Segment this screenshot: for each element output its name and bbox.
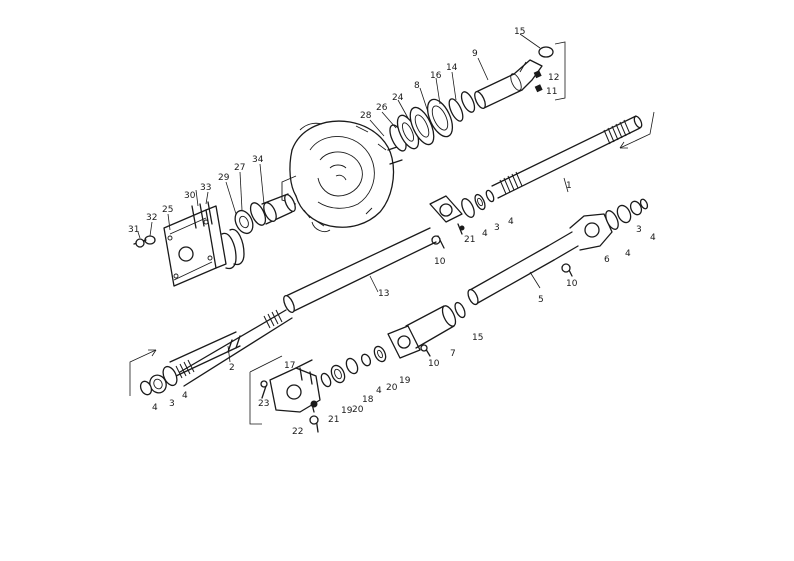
callout-23: 23 — [258, 399, 269, 409]
callout-15: 15 — [514, 27, 525, 37]
callout-19: 19 — [341, 406, 353, 416]
callout-26: 26 — [376, 103, 388, 113]
housing-part-6 — [561, 198, 649, 277]
left-bracket-parts — [133, 201, 213, 248]
callout-3: 3 — [494, 223, 500, 233]
callout-17: 17 — [284, 361, 295, 371]
callout-10: 10 — [566, 279, 578, 289]
callout-8: 8 — [414, 81, 420, 91]
callout-33: 33 — [200, 183, 211, 193]
callout-3: 3 — [636, 225, 642, 235]
callout-13: 13 — [378, 289, 389, 299]
callout-29: 29 — [218, 173, 230, 183]
callout-22: 22 — [292, 427, 303, 437]
callout-5: 5 — [538, 295, 544, 305]
shaft-2-end-arrow — [129, 349, 157, 396]
shaft-2-left-end — [139, 331, 241, 396]
callout-10: 10 — [434, 257, 446, 267]
left-flange-plate — [163, 205, 227, 287]
callout-1: 1 — [566, 181, 572, 191]
callout-4: 4 — [625, 249, 631, 259]
callout-24: 24 — [392, 93, 404, 103]
callout-28: 28 — [360, 111, 372, 121]
callout-4: 4 — [152, 403, 158, 413]
upper-right-bracket — [554, 41, 566, 101]
callout-30: 30 — [184, 191, 196, 201]
upper-bearing-stack — [389, 91, 476, 152]
callout-21: 21 — [328, 415, 339, 425]
callout-7: 7 — [450, 349, 456, 359]
callout-4: 4 — [376, 386, 382, 396]
leader-lines — [137, 33, 569, 363]
callout-11: 11 — [546, 87, 557, 97]
callout-4: 4 — [508, 217, 514, 227]
callout-labels: 1 2 3 3 3 4 4 4 4 4 4 4 5 6 7 8 9 10 10 … — [128, 27, 656, 437]
shaft-part-1 — [491, 115, 643, 199]
shaft-part-5 — [467, 231, 579, 306]
callout-9: 9 — [472, 49, 478, 59]
callout-16: 16 — [430, 71, 442, 81]
callout-4: 4 — [182, 391, 188, 401]
lower-left-bracket-outline — [249, 355, 283, 425]
callout-14: 14 — [446, 63, 458, 73]
callout-25: 25 — [162, 205, 173, 215]
callout-31: 31 — [128, 225, 139, 235]
callout-18: 18 — [362, 395, 374, 405]
callout-20: 20 — [386, 383, 398, 393]
shaft-part-13 — [179, 227, 437, 387]
callout-3: 3 — [169, 399, 175, 409]
lower-bearing-stack-19-20 — [320, 345, 387, 388]
callout-2: 2 — [229, 363, 235, 373]
gear-housing-casting — [281, 120, 403, 233]
callout-15: 15 — [472, 333, 483, 343]
callout-32: 32 — [146, 213, 157, 223]
center-right-bearing-group — [429, 189, 495, 249]
callout-19: 19 — [399, 376, 411, 386]
callout-10: 10 — [428, 359, 440, 369]
callout-12: 12 — [548, 73, 559, 83]
tube-part-7 — [387, 301, 466, 359]
callout-34: 34 — [252, 155, 264, 165]
left-washers-27-29 — [221, 193, 296, 270]
shaft-1-end-arrow — [619, 111, 655, 149]
callout-6: 6 — [604, 255, 610, 265]
lower-bracket-part-17 — [260, 359, 321, 433]
callout-4: 4 — [482, 229, 488, 239]
callout-4: 4 — [650, 233, 656, 243]
upper-tube-part-9 — [474, 46, 554, 109]
callout-20: 20 — [352, 405, 364, 415]
callout-27: 27 — [234, 163, 245, 173]
callout-21: 21 — [464, 235, 475, 245]
